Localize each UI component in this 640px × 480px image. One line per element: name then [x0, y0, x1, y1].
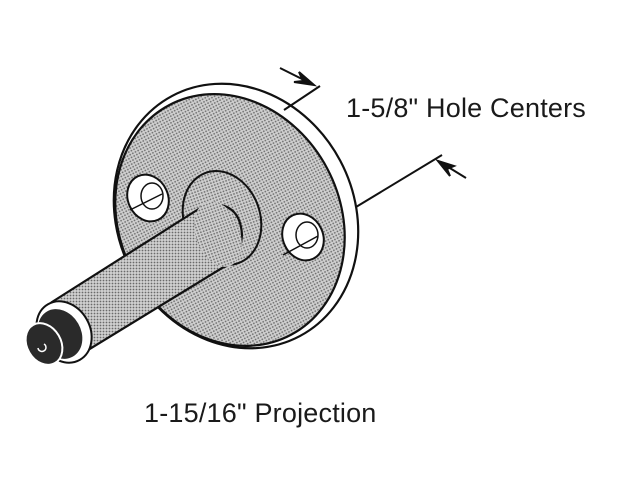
- projection-label: 1-15/16" Projection: [144, 398, 377, 428]
- stem: [50, 201, 244, 357]
- hole-centers-dimension: [279, 67, 467, 208]
- screw-hole-right: [281, 212, 325, 262]
- rubber-tip: [24, 300, 93, 366]
- screw-hole-left: [126, 173, 170, 223]
- hole-centers-label: 1-5/8" Hole Centers: [346, 93, 586, 123]
